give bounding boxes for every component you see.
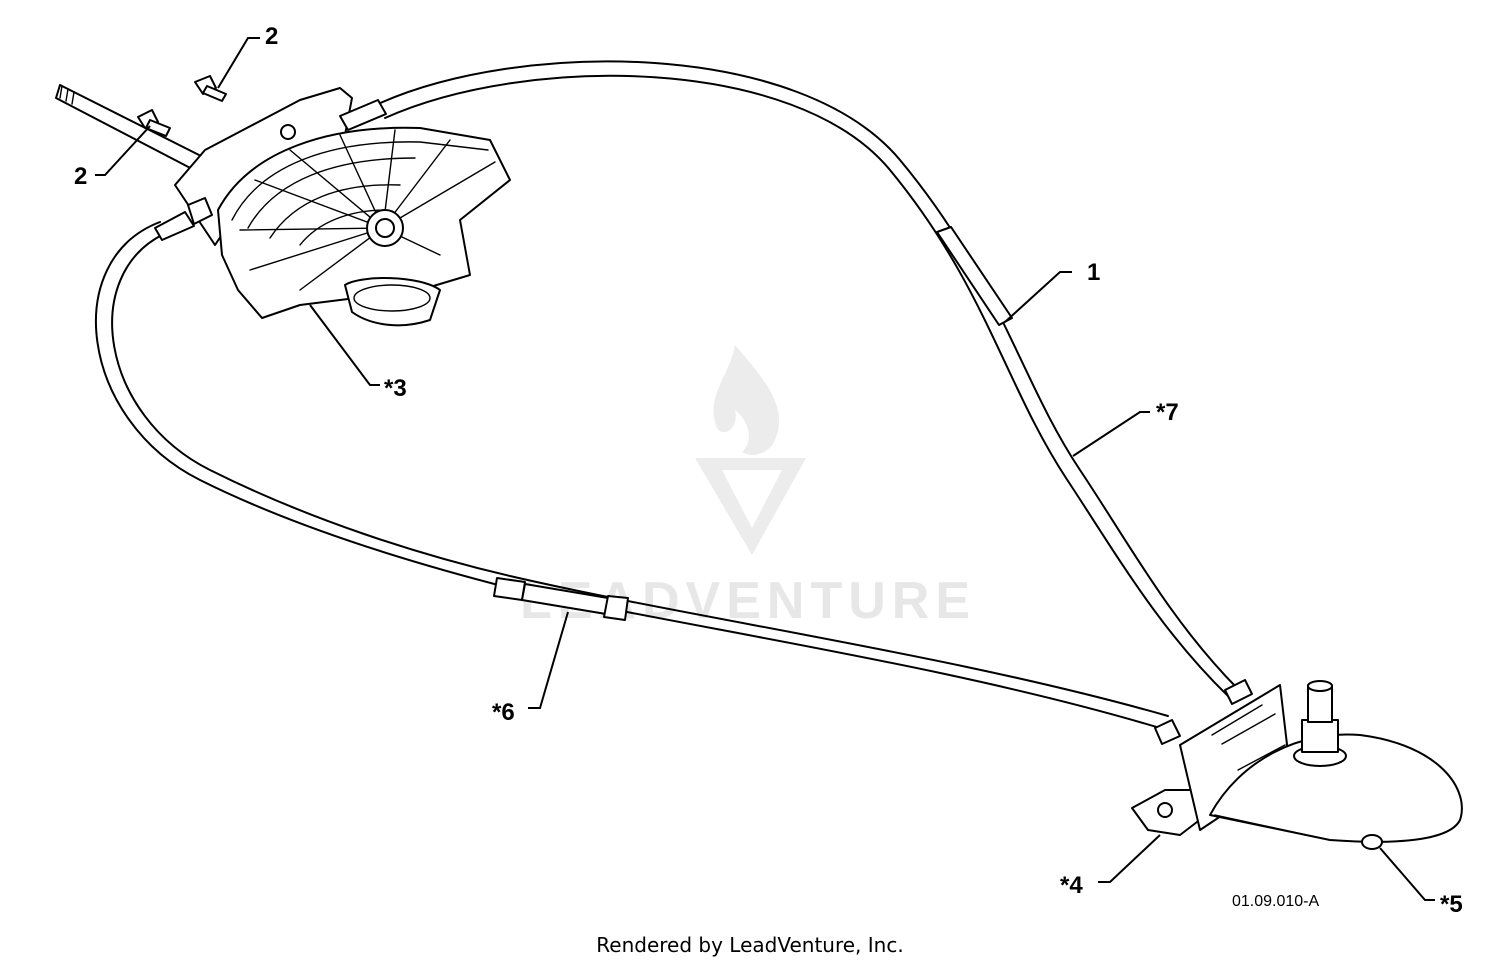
callout-2-top: 2 (265, 23, 278, 50)
callout-7: *7 (1156, 399, 1179, 426)
cable-right-loop (377, 60, 1238, 697)
drawing-code: 01.09.010-A (1232, 893, 1320, 910)
watermark: LEADVENTURE (520, 345, 970, 630)
callout-2-left: 2 (74, 163, 87, 190)
callout-4: *4 (1060, 872, 1083, 899)
watermark-flame-icon (713, 345, 780, 455)
callout-6: *6 (492, 699, 515, 726)
upper-bracket-assembly (55, 84, 511, 327)
callout-3: *3 (384, 375, 407, 402)
lower-bracket-assembly (1131, 679, 1463, 850)
callout-5: *5 (1440, 891, 1463, 918)
leader-lines (95, 37, 1435, 901)
watermark-v-icon (695, 458, 806, 555)
screw-left (137, 109, 171, 137)
screw-top (194, 75, 227, 102)
callout-1: 1 (1087, 259, 1100, 286)
footer-credit: Rendered by LeadVenture, Inc. (596, 933, 903, 957)
cable-left-loop (94, 221, 1169, 729)
